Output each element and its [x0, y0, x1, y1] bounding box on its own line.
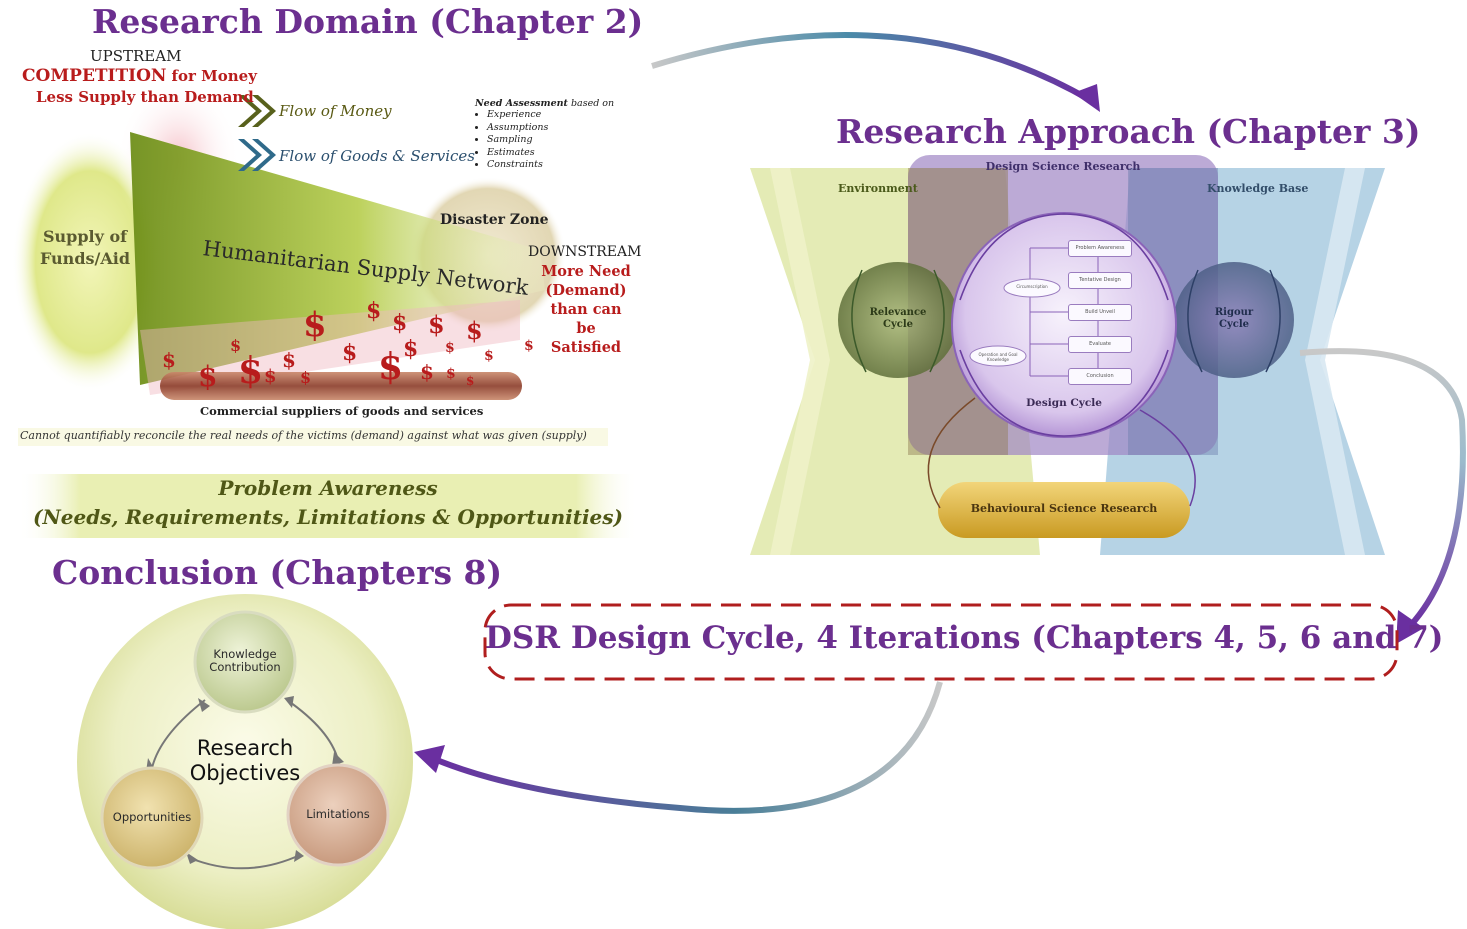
supply-label-line2: Funds/Aid	[39, 249, 131, 268]
knowledge-line1: Knowledge	[213, 647, 277, 661]
need-assessment-list: Experience Assumptions Sampling Estimate…	[475, 109, 615, 172]
commercial-suppliers-bar	[160, 372, 522, 400]
knowledge-contribution-label: Knowledge Contribution	[195, 648, 295, 674]
problem-awareness-band	[18, 474, 638, 538]
disaster-zone-label: Disaster Zone	[440, 212, 549, 228]
rigour-cycle-label: Rigour Cycle	[1198, 307, 1270, 331]
more-need-line: than can be	[550, 301, 622, 337]
dsr-step: Problem Awareness	[1068, 240, 1132, 257]
more-need-line: (Demand)	[545, 282, 627, 299]
rigour-line1: Rigour	[1214, 307, 1254, 318]
opportunities-label: Opportunities	[112, 810, 192, 824]
dsr-region-label: Design Science Research	[985, 160, 1141, 173]
need-assessment-heading: Need Assessment based on	[475, 98, 615, 109]
conclusion-title: Conclusion (Chapters 8)	[52, 553, 503, 592]
left-oval-label-1: Circumscription	[1016, 284, 1048, 289]
design-cycle-label: Design Cycle	[1026, 397, 1102, 409]
problem-awareness-subtitle: (Needs, Requirements, Limitations & Oppo…	[33, 505, 623, 529]
arrow-head-right-icon	[1396, 610, 1424, 644]
supply-label-line1: Supply of	[42, 227, 128, 246]
supply-funds-label: Supply of Funds/Aid	[30, 226, 140, 270]
research-objectives-label: Research Objectives	[145, 736, 345, 786]
limitations-node	[286, 763, 390, 867]
need-assessment-box: Need Assessment based on Experience Assu…	[475, 98, 615, 172]
behavioural-science-pill	[938, 482, 1190, 538]
flow-money-label: Flow of Money	[279, 102, 392, 120]
relevance-cycle-label: Relevance Cycle	[862, 307, 934, 331]
need-assessment-bold: Need Assessment	[475, 98, 568, 109]
dsr-step: Evaluate	[1068, 336, 1132, 353]
arrow-head-top-icon	[1073, 84, 1100, 112]
dsr-cycle-label: DSR Design Cycle, 4 Iterations (Chapters…	[485, 620, 1444, 656]
arrow-domain-to-approach	[651, 31, 1092, 103]
more-need-line: Satisfied	[550, 339, 622, 356]
need-item: Estimates	[487, 147, 615, 160]
knowledge-line2: Contribution	[209, 660, 281, 674]
less-supply-label: Less Supply than Demand	[36, 88, 254, 106]
knowledge-base-label: Knowledge Base	[1207, 182, 1309, 195]
environment-label: Environment	[838, 182, 918, 195]
limitations-label: Limitations	[306, 807, 370, 821]
more-need-label: More Need (Demand) than can be Satisfied	[540, 262, 632, 357]
research-approach-title: Research Approach (Chapter 3)	[836, 112, 1421, 151]
supply-funnel	[130, 132, 545, 385]
problem-awareness-title: Problem Awareness	[218, 476, 438, 500]
goods-chevron-icon	[238, 139, 276, 171]
money-chevron-icon	[238, 95, 276, 127]
arrow-dsr-to-conclusion	[430, 681, 943, 814]
competition-line: COMPETITION for Money	[22, 66, 257, 86]
dsr-step: Conclusion	[1068, 368, 1132, 385]
relevance-line1: Relevance	[869, 307, 927, 318]
cannot-quantify-label: Cannot quantifiably reconcile the real n…	[20, 429, 587, 442]
research-domain-title: Research Domain (Chapter 2)	[92, 2, 644, 41]
arrow-approach-to-dsr	[1299, 348, 1466, 629]
left-oval-label-2: Operation and Goal Knowledge	[978, 352, 1018, 362]
dsr-dashed-box	[483, 603, 1399, 681]
cannot-quantify-band	[18, 428, 608, 446]
need-item: Sampling	[487, 134, 615, 147]
behavioural-science-label: Behavioural Science Research	[970, 502, 1158, 515]
rigour-cycle-circle	[1174, 262, 1294, 378]
funnel-pink-shadow	[140, 300, 520, 395]
flow-goods-label: Flow of Goods & Services	[279, 147, 475, 165]
relevance-cycle-circle	[838, 262, 958, 378]
knowledge-contribution-node	[193, 610, 297, 714]
competition-bold: COMPETITION	[22, 66, 167, 86]
relevance-line2: Cycle	[882, 319, 914, 330]
competition-rest: for Money	[171, 67, 257, 85]
more-need-line: More Need	[541, 263, 631, 280]
need-item: Experience	[487, 109, 615, 122]
downstream-label: DOWNSTREAM	[528, 244, 642, 260]
research-objectives-line2: Objectives	[189, 761, 301, 785]
dsr-step: Build Unveil	[1068, 304, 1132, 321]
research-objectives-line1: Research	[196, 736, 294, 760]
opportunities-node	[100, 766, 204, 870]
need-item: Constraints	[487, 159, 615, 172]
upstream-label: UPSTREAM	[90, 47, 182, 65]
need-item: Assumptions	[487, 122, 615, 135]
dsr-step: Tentative Design	[1068, 272, 1132, 289]
arrow-head-bottom-icon	[414, 745, 445, 773]
rigour-line2: Cycle	[1218, 319, 1250, 330]
commercial-suppliers-label: Commercial suppliers of goods and servic…	[200, 404, 484, 418]
need-assessment-rest: based on	[570, 98, 615, 109]
